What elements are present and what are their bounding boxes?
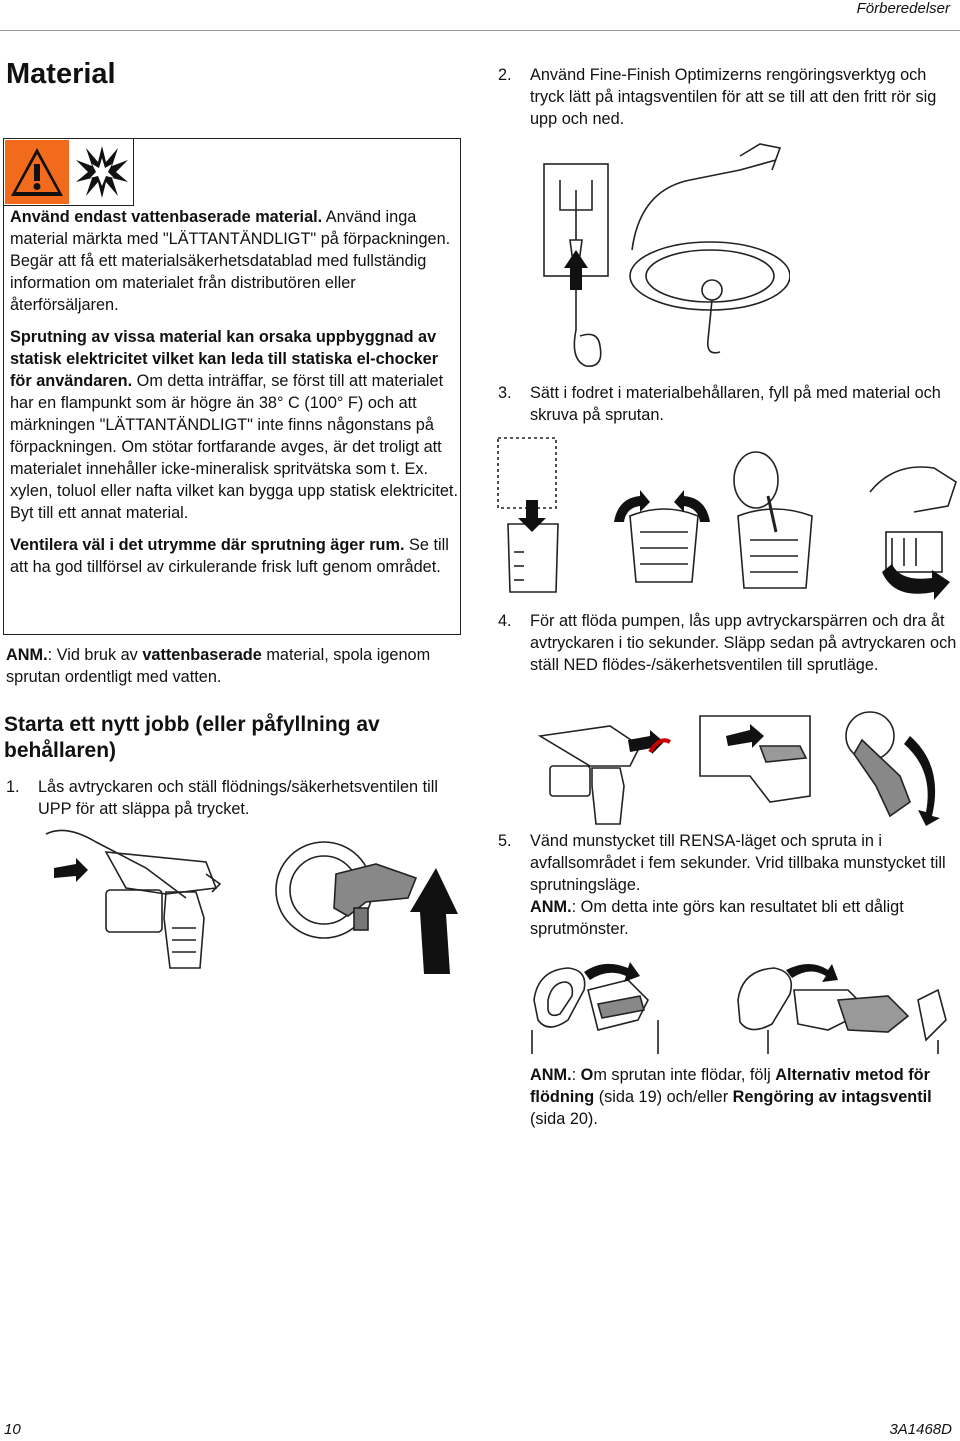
final-note-bold-o: O xyxy=(580,1066,594,1084)
step-3-number: 3. xyxy=(498,384,512,402)
step-5: 5. Vänd munstycket till RENSA-läget och … xyxy=(498,830,958,940)
figure-cleaning-tool xyxy=(540,140,791,376)
warning-p3-bold: Ventilera väl i det utrymme där sprutnin… xyxy=(10,536,405,554)
warning-icons-cell xyxy=(3,138,134,206)
step-5-note: ANM.: Om detta inte görs kan resultatet … xyxy=(530,896,958,940)
section-title: Material xyxy=(6,58,116,90)
step-1-number: 1. xyxy=(6,778,20,796)
step-3-text: Sätt i fodret i materialbehållaren, fyll… xyxy=(530,384,941,424)
final-note-text: ANM.: Om sprutan inte flödar, följ Alter… xyxy=(530,1064,956,1130)
final-note-label: ANM. xyxy=(530,1066,572,1084)
final-note-t2: (sida 19) och/eller xyxy=(594,1088,733,1106)
step-2: 2. Använd Fine-Finish Optimizerns rengör… xyxy=(498,64,958,130)
running-header: Förberedelser xyxy=(856,0,950,17)
step-5-note-text: : Om detta inte görs kan resultatet bli … xyxy=(530,898,904,938)
final-note: ANM.: Om sprutan inte flödar, följ Alter… xyxy=(530,1064,956,1130)
figure-trigger-lock xyxy=(36,828,466,978)
step-1: 1. Lås avtryckaren och ställ flödnings/s… xyxy=(6,776,458,820)
note-text-a: : Vid bruk av xyxy=(47,646,143,664)
warning-paragraph-static: Sprutning av vissa material kan orsaka u… xyxy=(10,326,458,524)
step-2-text: Använd Fine-Finish Optimizerns rengöring… xyxy=(530,66,937,128)
figure-liner-fill xyxy=(494,432,960,600)
step-5-body: Vänd munstycket till RENSA-läget och spr… xyxy=(530,830,958,940)
warning-paragraph-ventilation: Ventilera väl i det utrymme där sprutnin… xyxy=(10,534,458,578)
final-note-link-intake: Rengöring av intagsventil xyxy=(732,1088,932,1106)
warning-text: Använd endast vattenbaserade material. A… xyxy=(10,206,458,588)
note-text-b: material, spola igenom sprutan ordentlig… xyxy=(6,646,431,686)
document-code: 3A1468D xyxy=(889,1421,952,1438)
warning-p3-text: Se till att ha god tillförsel av cirkule… xyxy=(10,536,449,576)
step-4-number: 4. xyxy=(498,612,512,630)
explosion-icon xyxy=(74,142,130,202)
figure-prime-pump xyxy=(530,706,950,828)
warning-p2-bold: Sprutning av vissa material kan orsaka u… xyxy=(10,328,439,390)
step-1-text: Lås avtryckaren och ställ flödnings/säke… xyxy=(38,778,438,818)
water-based-note: ANM.: Vid bruk av vattenbaserade materia… xyxy=(6,644,456,688)
step-5-number: 5. xyxy=(498,832,512,850)
subsection-title: Starta ett nytt jobb (eller påfyllning a… xyxy=(4,713,380,762)
final-note-t1: m sprutan inte flödar, följ xyxy=(593,1066,776,1084)
warning-box xyxy=(3,138,461,635)
warning-p1-text: Använd inga material märkta med "LÄTTANT… xyxy=(10,208,451,314)
step-4-text: För att flöda pumpen, lås upp avtryckars… xyxy=(530,612,957,674)
final-note-t3: (sida 20). xyxy=(530,1110,598,1128)
note-label: ANM. xyxy=(6,646,48,664)
step-5-note-label: ANM. xyxy=(530,898,572,916)
figure-tip-rotation xyxy=(528,960,948,1056)
final-note-colon: : xyxy=(571,1066,581,1084)
warning-triangle-icon xyxy=(5,140,69,204)
warning-p2-text: Om detta inträffar, se först till att ma… xyxy=(10,372,458,522)
step-5-text: Vänd munstycket till RENSA-läget och spr… xyxy=(530,832,946,894)
header-rule xyxy=(0,30,960,31)
page-number: 10 xyxy=(4,1421,21,1438)
note-bold: vattenbaserade xyxy=(142,646,262,664)
final-note-link-flush: Alternativ metod för flödning xyxy=(530,1066,930,1106)
step-4: 4. För att flöda pumpen, lås upp avtryck… xyxy=(498,610,958,676)
warning-paragraph-flammable: Använd endast vattenbaserade material. A… xyxy=(10,206,458,316)
warning-p1-bold: Använd endast vattenbaserade material. xyxy=(10,208,323,226)
step-2-number: 2. xyxy=(498,66,512,84)
step-3: 3. Sätt i fodret i materialbehållaren, f… xyxy=(498,382,958,426)
